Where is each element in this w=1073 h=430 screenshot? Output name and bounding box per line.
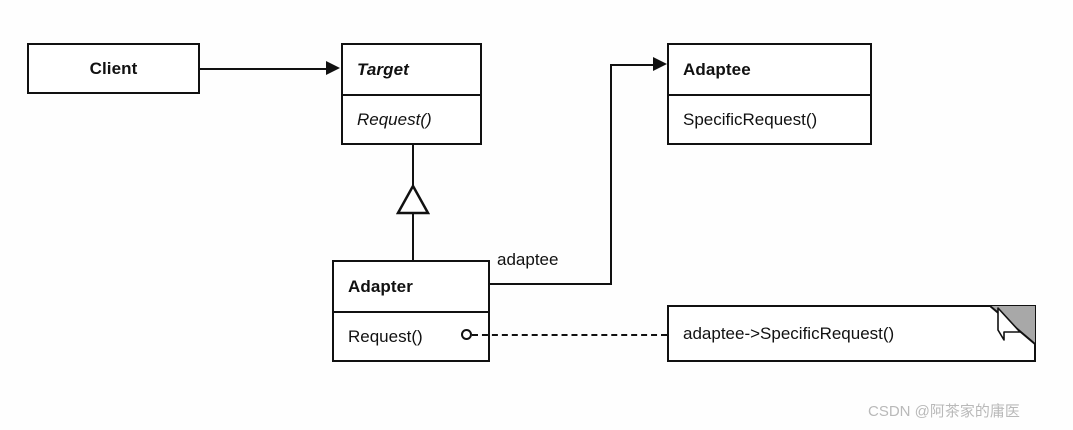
class-name-adapter: Adapter <box>348 276 413 296</box>
class-operations-compartment-adapter: Request() <box>334 311 488 360</box>
generalization-triangle-icon <box>396 184 430 215</box>
edge-client-to-target <box>200 68 326 70</box>
arrowhead-adapter-to-adaptee <box>653 57 667 71</box>
edge-adapter-to-adaptee-top <box>610 64 654 66</box>
class-name-adaptee: Adaptee <box>683 59 751 79</box>
operation-adaptee-specificrequest: SpecificRequest() <box>683 109 818 129</box>
class-name-compartment-adapter: Adapter <box>334 262 488 311</box>
edge-target-to-triangle <box>412 145 414 186</box>
association-role-label-adaptee: adaptee <box>497 250 559 269</box>
class-operations-compartment-target: Request() <box>343 94 480 143</box>
class-name-client: Client <box>89 58 138 78</box>
class-box-client[interactable]: Client <box>27 43 200 94</box>
note-anchor-circle-icon <box>461 329 472 340</box>
note-fold-corner-icon <box>990 306 1036 345</box>
edge-adapter-to-adaptee-vertical <box>610 64 612 285</box>
class-name-compartment-target: Target <box>343 45 480 94</box>
class-operations-compartment-adaptee: SpecificRequest() <box>669 94 870 143</box>
note-text: adaptee->SpecificRequest() <box>683 323 895 343</box>
arrowhead-client-to-target <box>326 61 340 75</box>
class-name-compartment-adaptee: Adaptee <box>669 45 870 94</box>
watermark-text: CSDN @阿茶家的庸医 <box>868 403 1020 420</box>
class-box-adaptee[interactable]: Adaptee SpecificRequest() <box>667 43 872 145</box>
edge-adapter-to-adaptee-horizontal <box>489 283 612 285</box>
class-box-adapter[interactable]: Adapter Request() <box>332 260 490 362</box>
note-box[interactable]: adaptee->SpecificRequest() <box>667 305 1036 362</box>
edge-triangle-to-adapter <box>412 212 414 261</box>
class-name-compartment-client: Client <box>29 45 198 92</box>
operation-adapter-request: Request() <box>348 326 423 346</box>
class-box-target[interactable]: Target Request() <box>341 43 482 145</box>
edge-note-dashed <box>472 334 667 336</box>
operation-target-request: Request() <box>357 109 432 129</box>
class-name-target: Target <box>357 59 409 79</box>
